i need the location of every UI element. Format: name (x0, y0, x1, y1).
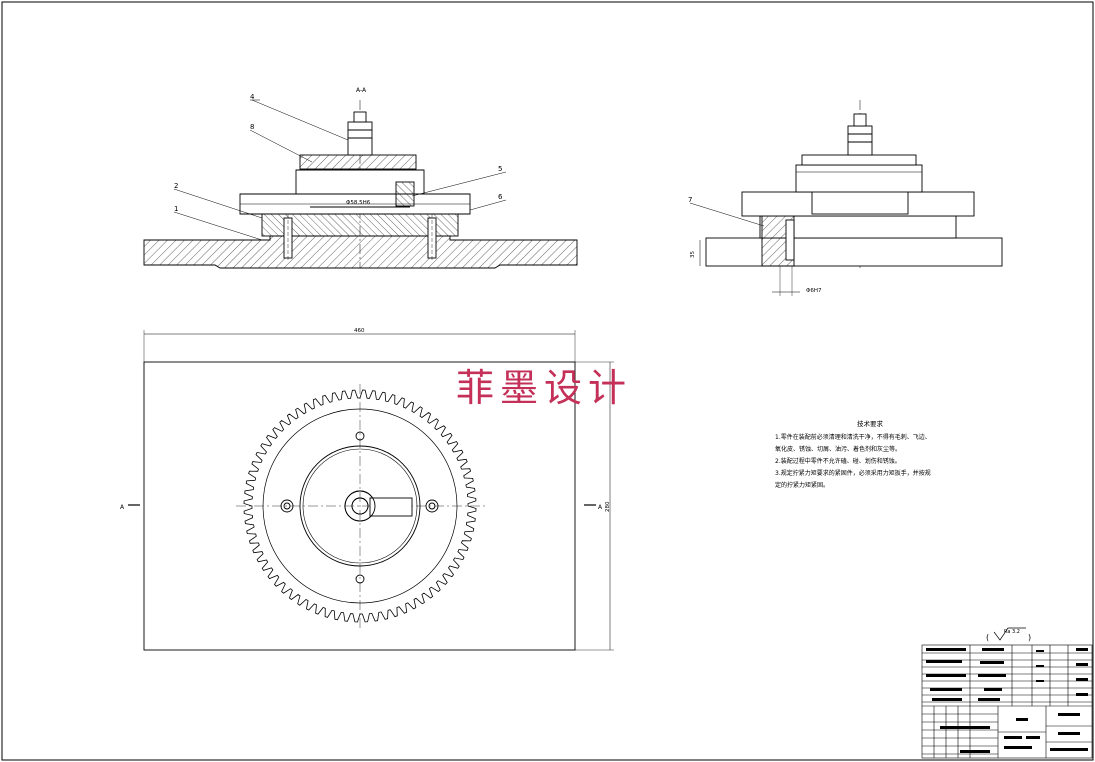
title-block-fill (1036, 680, 1044, 682)
title-block-fill (1058, 713, 1080, 716)
part-number-4: 4 (250, 93, 255, 101)
gear-outline (243, 389, 477, 623)
title-block-fill (1050, 748, 1088, 751)
technical-requirements: 技术要求 1.零件在装配前必须清理和清洗干净，不得有毛刺、飞边、 氧化皮、锈蚀、… (775, 418, 965, 492)
part-number-7: 7 (688, 196, 692, 204)
dim-width: 460 (354, 328, 365, 334)
title-block-fill (1004, 746, 1032, 749)
title-block-fill (932, 698, 962, 701)
title-block-fill (1076, 663, 1088, 666)
tech-line: 定的拧紧力矩紧固。 (775, 482, 830, 489)
title-block-fill (984, 688, 1002, 691)
dim-pin: Φ6H7 (806, 288, 822, 294)
svg-text:): ) (1028, 633, 1031, 642)
title-block-fill (1076, 648, 1088, 651)
tech-line: 2.装配过程中零件不允许磕、碰、划伤和锈蚀。 (775, 458, 901, 465)
part-number-6: 6 (498, 193, 503, 201)
title-block-fill (1016, 718, 1028, 721)
title-block-fill (978, 698, 1000, 701)
tech-line: 3.规定拧紧力矩要求的紧固件，必须采用力矩扳手，并按规 (775, 470, 931, 477)
part-number-1: 1 (174, 205, 178, 213)
front-section-view: A-A Φ58.5H6 4 8 2 1 (143, 87, 578, 269)
dim-side-height: 35 (690, 251, 696, 258)
side-view: 35 Φ6H7 7 (688, 100, 1003, 296)
section-label: A-A (356, 87, 367, 94)
roughness-value: Ra 3.2 (1004, 629, 1020, 635)
tech-title: 技术要求 (857, 420, 883, 428)
title-block-fill (1058, 732, 1080, 735)
title-block-fill (960, 750, 990, 753)
title-block-fill (1026, 736, 1040, 739)
title-block-fill (1036, 650, 1044, 652)
top-view: 460 280 A A (120, 328, 614, 651)
title-block-fill (926, 674, 966, 677)
title-block-fill (926, 648, 966, 651)
title-block-fill (930, 688, 962, 691)
dim-bore: Φ58.5H6 (346, 200, 371, 206)
section-mark-left: A (120, 504, 125, 511)
title-block (921, 644, 1093, 759)
part-number-5: 5 (498, 165, 502, 173)
tech-line: 氧化皮、锈蚀、切屑、油污、着色剂和灰尘等。 (775, 446, 902, 453)
title-block-fill (978, 674, 1006, 677)
title-block-fill (1004, 736, 1022, 739)
title-block-fill (1036, 665, 1044, 667)
title-block-fill (1076, 693, 1088, 696)
watermark: 菲墨设计 (456, 366, 633, 410)
part-number-2: 2 (174, 182, 178, 190)
section-mark-right: A (598, 504, 603, 511)
title-block-fill (940, 726, 990, 729)
roughness-symbol: ( Ra 3.2 ) (986, 627, 1031, 642)
part-number-8: 8 (250, 123, 254, 131)
title-block-fill (980, 661, 1004, 664)
title-block-fill (1076, 678, 1088, 681)
dim-height: 280 (605, 501, 611, 512)
roughness-bracket: ( (986, 633, 989, 642)
title-block-fill (926, 660, 962, 663)
title-block-fill (982, 648, 1004, 651)
tech-line: 1.零件在装配前必须清理和清洗干净，不得有毛刺、飞边、 (775, 434, 931, 441)
